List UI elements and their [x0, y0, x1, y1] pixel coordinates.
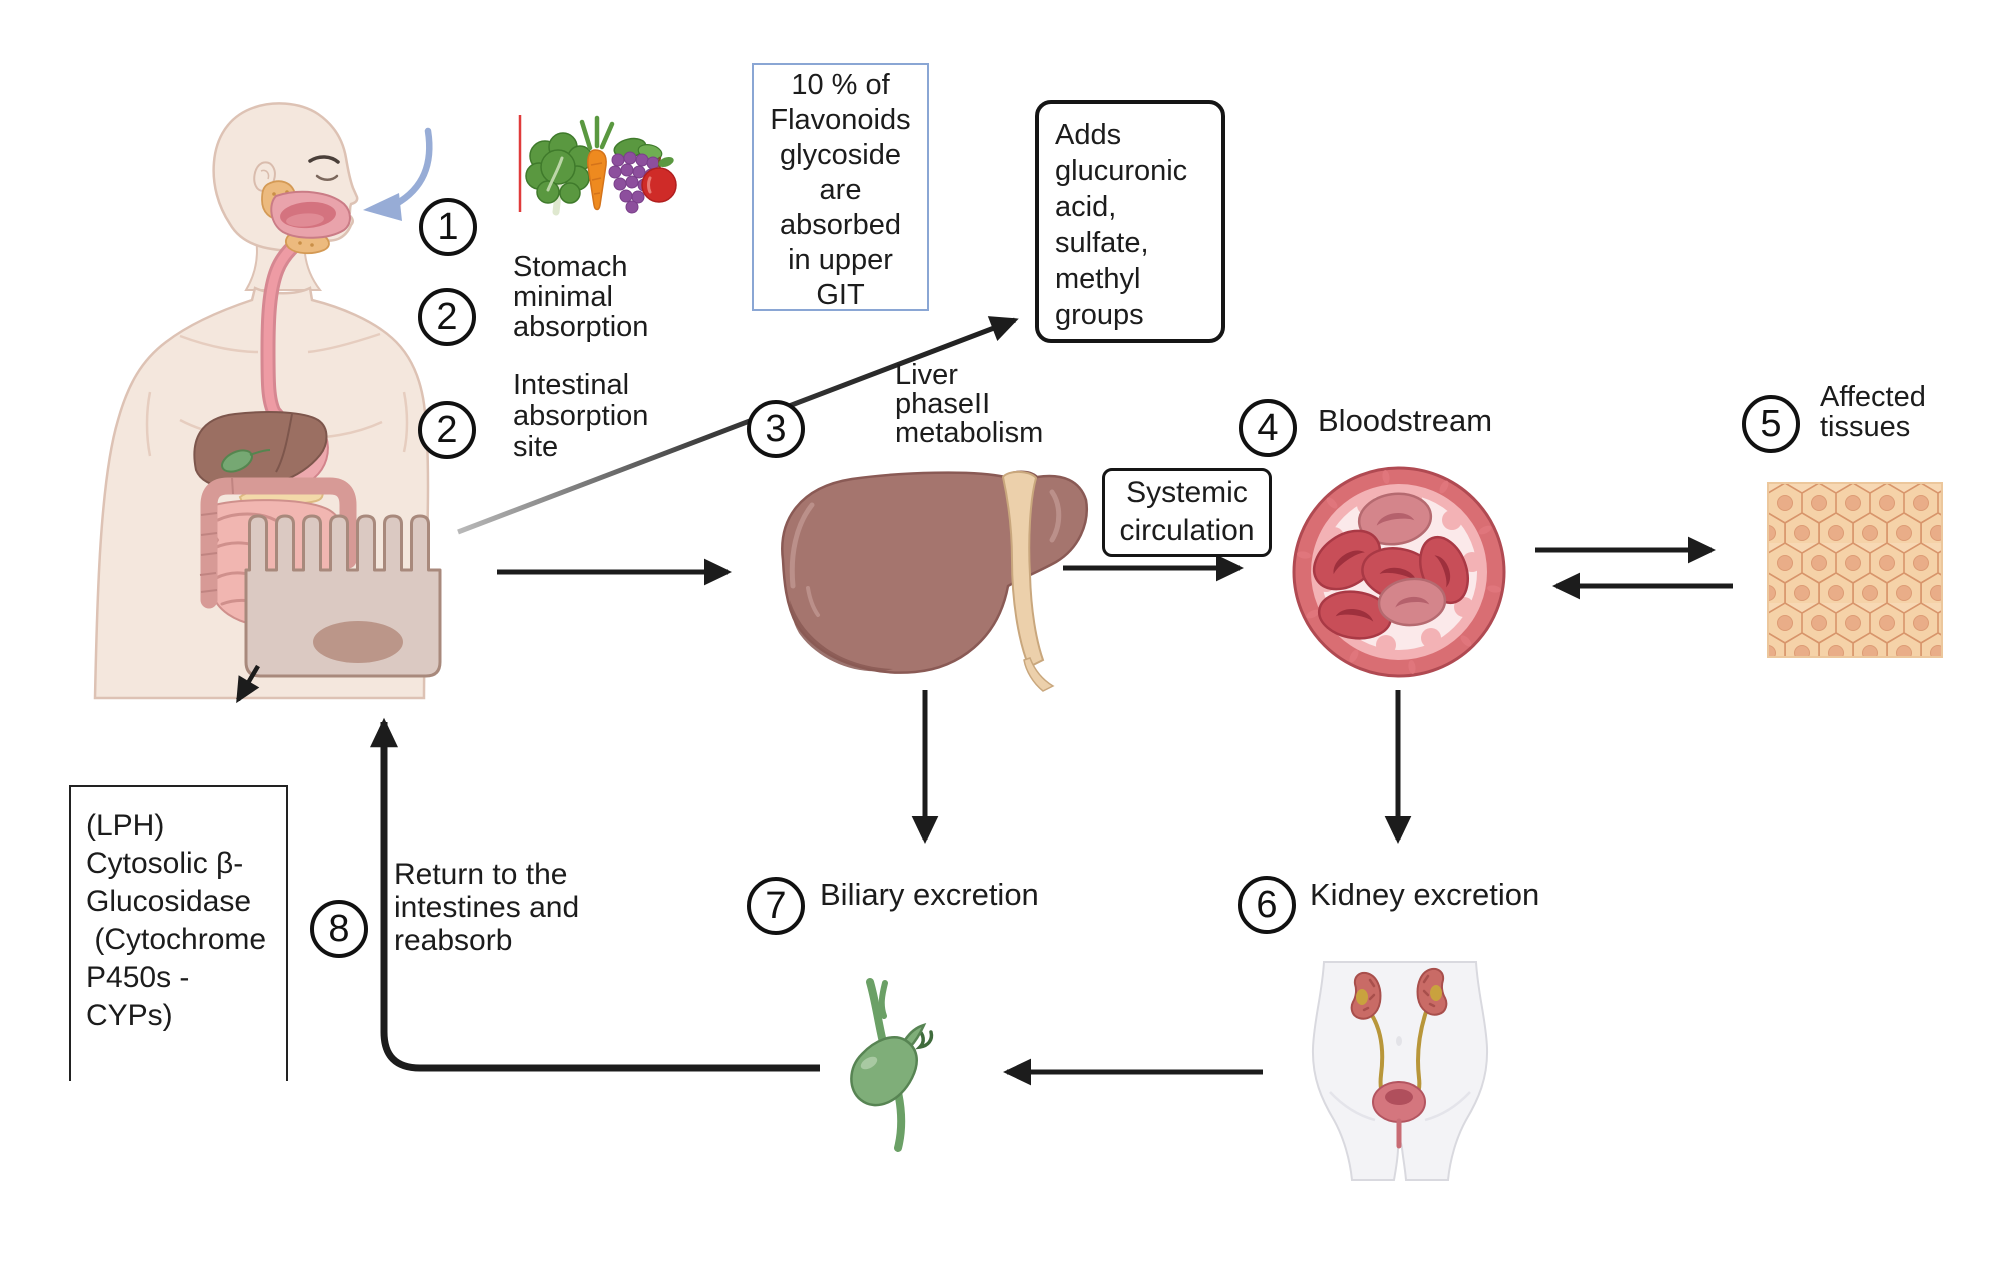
- step-number: 7: [765, 885, 787, 927]
- affected-tissues-label: Affected tissues: [1820, 381, 1926, 443]
- step-number: 5: [1760, 403, 1782, 445]
- bladder: [1372, 1081, 1426, 1149]
- systemic-circulation-box: Systemic circulation: [1102, 468, 1272, 557]
- step-badge-7: 7: [747, 877, 805, 935]
- kale-icon: [525, 132, 593, 216]
- step-badge-3: 3: [747, 400, 805, 458]
- mouth-icon: [270, 190, 351, 239]
- stomach-absorption-label: Stomach minimal absorption: [513, 251, 649, 343]
- step-number: 8: [328, 908, 350, 950]
- step-number: 2: [436, 409, 458, 451]
- tissue-icon: [1767, 482, 1943, 658]
- endothelial-nuclei: [1297, 470, 1501, 674]
- kidneys: [1350, 967, 1448, 1020]
- biliary-excretion-label: Biliary excretion: [820, 877, 1039, 912]
- gallbladder-organ-small: [221, 449, 271, 473]
- bloodstream-label: Bloodstream: [1318, 403, 1493, 438]
- intake-arrow-icon: [363, 127, 433, 221]
- red-blood-cells: [1312, 492, 1469, 640]
- step-number: 6: [1256, 884, 1278, 926]
- urinary-system-icon: [1311, 961, 1489, 1181]
- flow-arrows: [236, 316, 1733, 1086]
- step-badge-1: 1: [419, 198, 477, 256]
- cell-nucleus: [313, 621, 403, 663]
- vegetables-icon: [518, 115, 677, 216]
- step-badge-5: 5: [1742, 395, 1800, 453]
- step-number: 3: [765, 408, 787, 450]
- intestinal-absorption-label: Intestinal absorption site: [513, 369, 649, 463]
- step-number: 1: [437, 206, 459, 248]
- kidney-excretion-label: Kidney excretion: [1310, 877, 1540, 912]
- intestinal-epithelium-icon: [244, 514, 442, 678]
- step-number: 4: [1257, 407, 1279, 449]
- blood-vessel-icon: [1292, 466, 1506, 678]
- step-badge-4: 4: [1239, 399, 1297, 457]
- gallbladder-icon: [850, 978, 934, 1152]
- arrow-return-to-intestine: [369, 717, 820, 1072]
- colon: [200, 477, 357, 609]
- liver-phase2-label: Liver phaseII metabolism: [895, 359, 1044, 449]
- closed-eye: [315, 174, 339, 181]
- step-number: 2: [436, 296, 458, 338]
- step-badge-2-stomach: 2: [418, 288, 476, 346]
- arrow-intestine-to-adds: [457, 316, 1019, 535]
- liver-icon: [781, 470, 1088, 692]
- conjugation-groups-box: Adds glucuronic acid, sulfate, methyl gr…: [1035, 100, 1225, 343]
- falciform-ligament: [1001, 470, 1045, 669]
- arrow-intestine-release: [236, 664, 260, 704]
- return-intestines-label: Return to the intestines and reabsorb: [394, 858, 580, 957]
- step-badge-8: 8: [310, 900, 368, 958]
- git-absorption-note-box: 10 % of Flavonoids glycoside are absorbe…: [752, 63, 929, 311]
- eyebrow: [308, 155, 340, 164]
- step-badge-2-intestine: 2: [418, 401, 476, 459]
- lph-enzymes-box: (LPH) Cytosolic β- Glucosidase (Cytochro…: [69, 785, 288, 1081]
- step-badge-6: 6: [1238, 876, 1296, 934]
- apple-icon: [641, 156, 677, 203]
- carrot-icon: [579, 115, 615, 211]
- grapes-icon: [608, 137, 663, 214]
